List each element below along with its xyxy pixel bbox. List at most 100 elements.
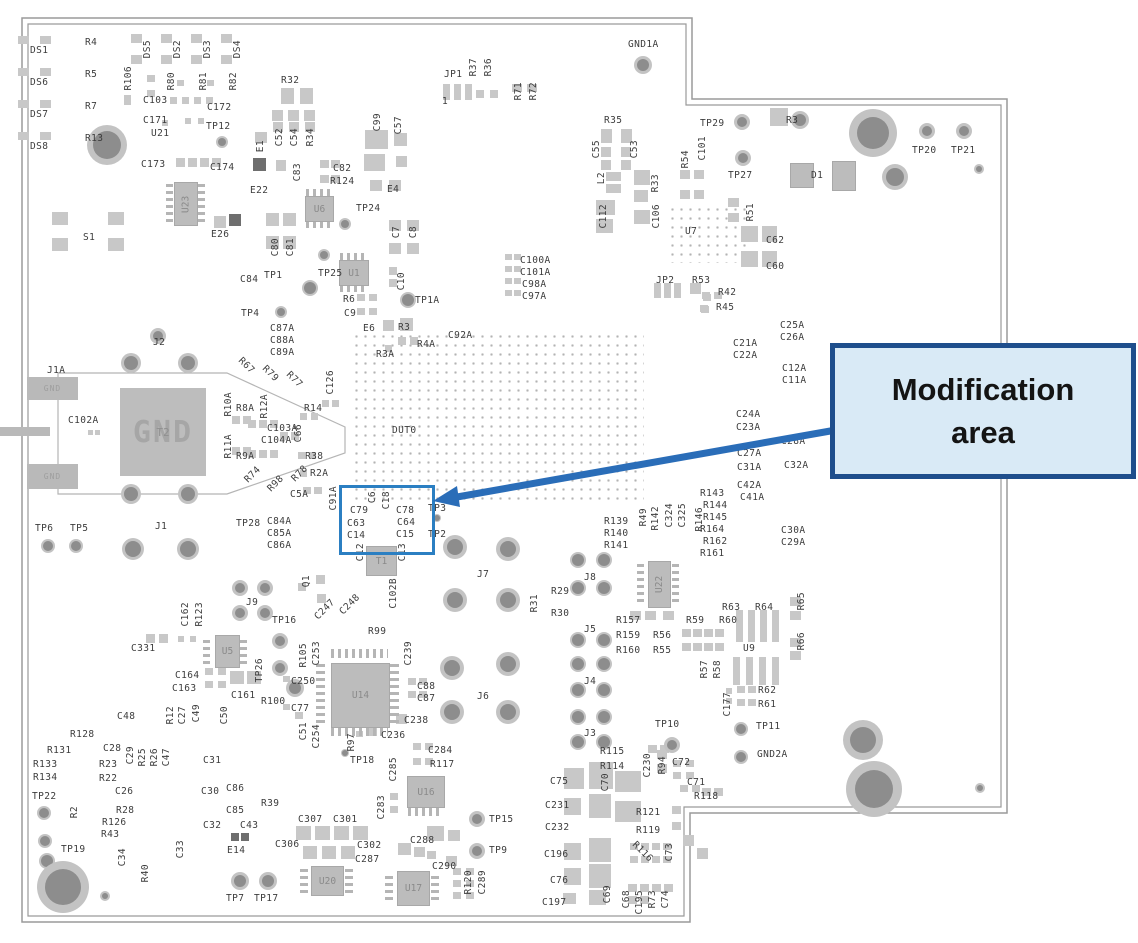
pad [760,610,767,642]
ref-label-JP2: JP2 [656,275,675,286]
ref-label-C27A: C27A [737,448,762,459]
ref-label-C306: C306 [275,839,300,850]
ref-label-R7: R7 [85,101,98,112]
ref-label-R9A: R9A [236,451,255,462]
ref-label-R162: R162 [703,536,728,547]
ref-label-E6: E6 [363,323,376,334]
via-drill [289,682,301,694]
via-drill [39,808,49,818]
ref-label-J4: J4 [584,676,597,687]
ref-label-C28: C28 [103,743,122,754]
pad [413,758,421,765]
callout-arrow-head [433,486,460,507]
via-drill [667,740,677,750]
pad [364,154,385,171]
pad [341,846,355,859]
ref-label-DS7: DS7 [30,109,49,120]
ref-label-C29A: C29A [781,537,806,548]
via [570,656,586,672]
pad [589,794,611,818]
via-drill [736,752,746,762]
pad [682,629,691,637]
ref-label-JP1: JP1 [444,69,463,80]
pad [410,337,418,345]
ref-label-TP27: TP27 [728,170,753,181]
ref-label-C307: C307 [298,814,323,825]
pad [686,760,694,767]
via [231,872,249,890]
ref-label-C92A: C92A [448,330,473,341]
pad [790,611,801,620]
ref-label-J1A: J1A [47,365,66,376]
ref-label-TP7: TP7 [226,893,245,904]
via [974,164,984,174]
ref-label-C26: C26 [115,786,134,797]
via [37,861,89,913]
callout-line2: area [951,415,1015,450]
ref-label-C63: C63 [347,518,366,529]
via-drill [572,634,584,646]
pad [221,34,232,43]
pad [162,120,168,126]
pad [606,172,621,181]
pad [218,681,226,688]
pad [690,283,701,294]
via [443,588,467,612]
pad [682,643,691,651]
pad [295,712,303,719]
ref-label-R63: R63 [722,602,741,613]
via-drill [275,663,285,673]
chip-U14: U14 [331,663,390,728]
ref-label-R5: R5 [85,69,98,80]
pad [322,846,336,859]
ref-label-R6: R6 [343,294,356,305]
via [634,56,652,74]
via [272,633,288,649]
ref-label-C5A: C5A [290,489,309,500]
via [232,580,248,596]
pad [427,851,436,859]
ref-label-R160: R160 [616,645,641,656]
ref-label-TP10: TP10 [655,719,680,730]
ref-label-GND1A: GND1A [628,39,659,50]
pad [564,768,584,789]
gnd-block-ref: T2 [156,425,170,439]
ref-label-R118: R118 [694,791,719,802]
ref-label-R42: R42 [718,287,737,298]
ref-label-R62: R62 [758,685,777,696]
pad [694,190,704,199]
via [975,783,985,793]
pad [645,611,656,620]
via [596,734,612,750]
ref-label-R4: R4 [85,37,98,48]
via-drill [275,636,285,646]
via [664,737,680,753]
via [121,353,141,373]
ref-label-C41A: C41A [740,492,765,503]
pad [505,278,512,284]
via-drill [976,166,982,172]
ref-label-TP21: TP21 [951,145,976,156]
pad [314,487,322,494]
ref-label-TP11: TP11 [756,721,781,732]
pad [674,283,681,298]
pad [628,896,637,904]
pad [283,213,296,226]
board-outline-inner [27,23,1002,917]
ref-label-R43: R43 [101,829,120,840]
chip-U20: U20 [311,866,344,896]
ref-label-TP9: TP9 [489,845,508,856]
pad [748,686,756,693]
pad [281,88,294,104]
pad [331,160,340,168]
pad [514,254,521,260]
ref-label-C15: C15 [396,529,415,540]
ref-label-TP24: TP24 [356,203,381,214]
via [570,682,586,698]
pad [505,254,512,260]
via-drill [234,875,246,887]
chip-pins [331,649,388,658]
pad [589,864,611,888]
ref-label-C82: C82 [333,163,352,174]
via [843,720,883,760]
